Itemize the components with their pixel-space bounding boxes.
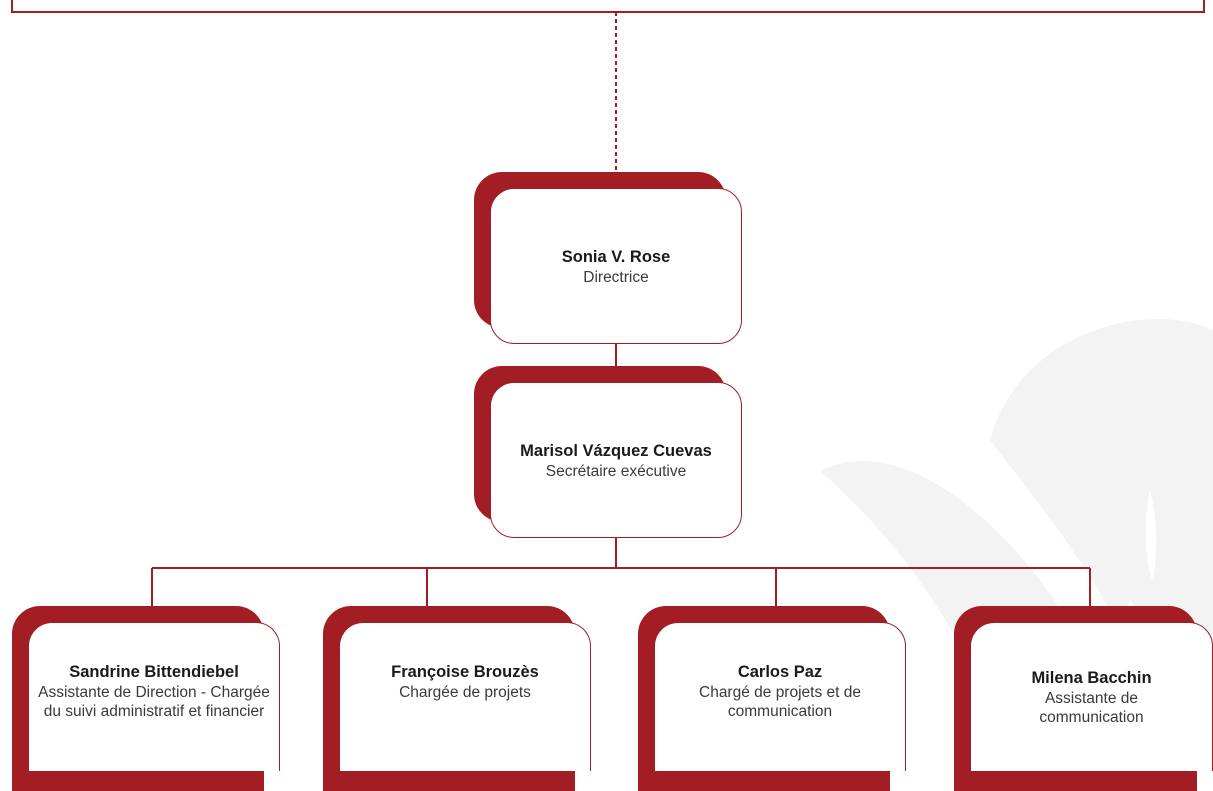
node-staff-2: Françoise Brouzès Chargée de projets — [323, 606, 591, 791]
node-staff-4-card: Milena Bacchin Assistante de communicati… — [970, 622, 1213, 771]
staff-1-role: Assistante de Direction - Chargée du sui… — [38, 684, 270, 720]
node-staff-1-card: Sandrine Bittendiebel Assistante de Dire… — [28, 622, 280, 771]
staff-1-name: Sandrine Bittendiebel — [69, 663, 239, 681]
staff-4-role: Assistante de communication — [1039, 690, 1144, 726]
node-director-card: Sonia V. Rose Directrice — [490, 188, 742, 344]
director-role: Directrice — [583, 268, 649, 286]
staff-2-name: Françoise Brouzès — [391, 663, 539, 681]
node-staff-2-card: Françoise Brouzès Chargée de projets — [339, 622, 591, 771]
secretary-name: Marisol Vázquez Cuevas — [520, 441, 712, 460]
node-director: Sonia V. Rose Directrice — [474, 172, 742, 344]
staff-2-role: Chargée de projets — [399, 684, 531, 701]
node-staff-4: Milena Bacchin Assistante de communicati… — [954, 606, 1213, 791]
node-staff-1: Sandrine Bittendiebel Assistante de Dire… — [12, 606, 280, 791]
node-staff-3: Carlos Paz Chargé de projets et de commu… — [638, 606, 906, 791]
node-secretary-card: Marisol Vázquez Cuevas Secrétaire exécut… — [490, 382, 742, 538]
node-staff-3-card: Carlos Paz Chargé de projets et de commu… — [654, 622, 906, 771]
top-frame-line — [11, 0, 1205, 13]
staff-3-name: Carlos Paz — [737, 663, 823, 681]
org-connectors — [11, 0, 1205, 606]
staff-3-role: Chargé de projets et de communication — [699, 684, 861, 720]
director-name: Sonia V. Rose — [561, 247, 671, 266]
staff-4-name: Milena Bacchin — [1031, 669, 1152, 687]
node-secretary: Marisol Vázquez Cuevas Secrétaire exécut… — [474, 366, 742, 538]
secretary-role: Secrétaire exécutive — [545, 462, 687, 480]
